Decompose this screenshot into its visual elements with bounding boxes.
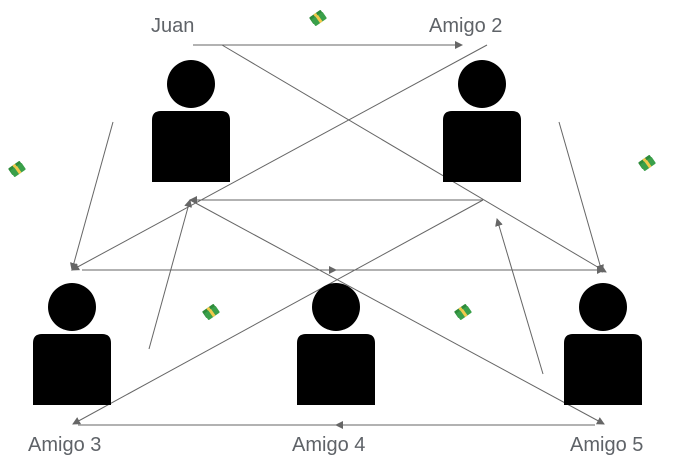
person-icon — [152, 60, 230, 182]
label-amigo5: Amigo 5 — [570, 434, 644, 456]
money-icon — [637, 154, 657, 172]
person-icon — [297, 283, 375, 405]
arrow-amigo3-up — [148, 199, 192, 350]
money-icon — [7, 160, 27, 178]
arrow-juan-to-amigo5 — [221, 44, 607, 273]
arrow-to-amigo5-bottom — [189, 199, 605, 425]
label-amigo4: Amigo 4 — [292, 434, 366, 456]
person-icon — [33, 283, 111, 405]
money-icon — [201, 303, 221, 321]
label-amigo2: Amigo 2 — [429, 15, 503, 37]
label-juan: Juan — [151, 15, 195, 37]
arrow-left-down-to-amigo3 — [70, 121, 114, 271]
label-amigo3: Amigo 3 — [28, 434, 102, 456]
arrow-right-down-to-amigo5 — [558, 121, 604, 273]
arrow-amigo5-up — [495, 218, 544, 375]
person-icon — [443, 60, 521, 182]
money-icon — [308, 9, 328, 27]
arrow-amigo2-to-amigo3 — [71, 44, 488, 271]
money-icon — [453, 303, 473, 321]
person-icon — [564, 283, 642, 405]
arrow-to-amigo3-bottom — [72, 199, 484, 425]
arrows-group — [70, 41, 607, 429]
